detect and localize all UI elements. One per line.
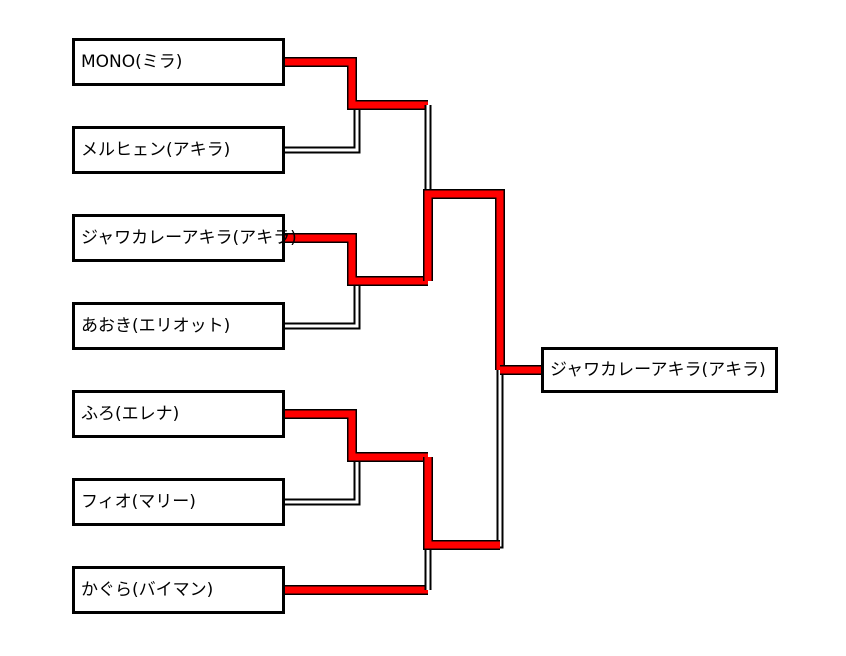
r1-m3-winner-line [285, 409, 428, 462]
entry-box-7[interactable]: かぐら(バイマン) [72, 566, 285, 614]
r1-m2-loser-line [285, 281, 361, 330]
entry-box-5[interactable]: ふろ(エレナ) [72, 390, 285, 438]
entry-box-3[interactable]: ジャワカレーアキラ(アキラ) [72, 214, 297, 262]
entry-box-1[interactable]: MONO(ミラ) [72, 38, 285, 86]
entry-label-6: フィオ(マリー) [81, 491, 196, 512]
entry-label-4: あおき(エリオット) [81, 315, 231, 336]
entry-label-5: ふろ(エレナ) [81, 403, 180, 424]
champion-label: ジャワカレーアキラ(アキラ) [550, 359, 766, 380]
entry-label-7: かぐら(バイマン) [81, 579, 214, 600]
r1-m1-winner-line [285, 57, 428, 110]
entry-label-2: メルヒェン(アキラ) [81, 139, 231, 160]
r2-m1-winner-line [423, 189, 505, 370]
entry-box-6[interactable]: フィオ(マリー) [72, 478, 285, 526]
r1-m1-loser-line [285, 105, 361, 154]
entry-box-4[interactable]: あおき(エリオット) [72, 302, 285, 350]
r1-m2-winner-line [285, 233, 428, 286]
entry-label-3: ジャワカレーアキラ(アキラ) [81, 227, 297, 248]
r1-m3-loser-line [285, 457, 361, 506]
champion-box[interactable]: ジャワカレーアキラ(アキラ) [541, 347, 778, 393]
r2-m1-loser-line [424, 105, 500, 198]
r2-m2-winner-line [423, 457, 500, 550]
entry-box-2[interactable]: メルヒェン(アキラ) [72, 126, 285, 174]
entry-label-1: MONO(ミラ) [81, 51, 183, 72]
r2-m2-loser-line [424, 370, 504, 590]
